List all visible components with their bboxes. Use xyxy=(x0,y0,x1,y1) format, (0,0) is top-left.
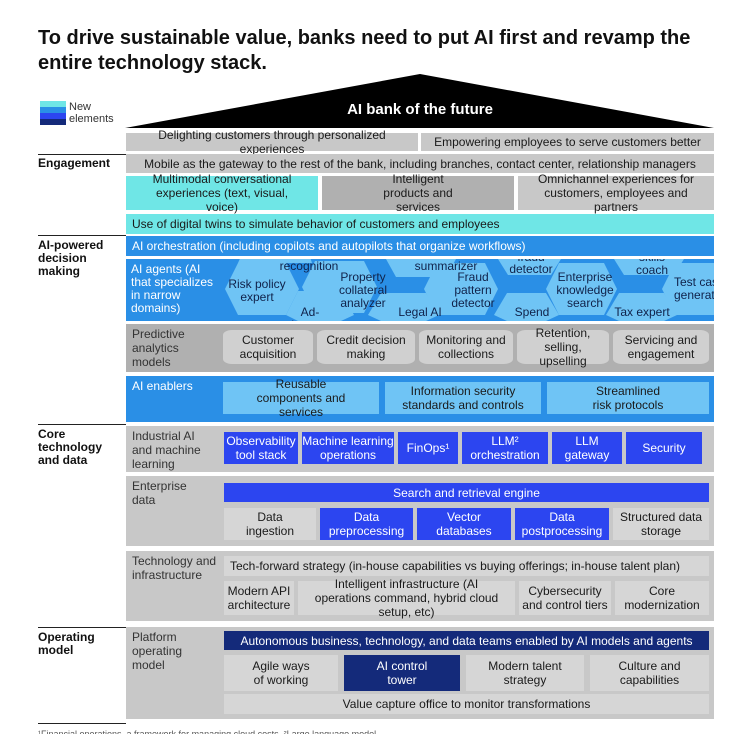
engagement-multimodal: Multimodal conversational experiences (t… xyxy=(126,172,318,214)
section-label-decision: AI-powered decision making xyxy=(38,238,104,278)
agent-hex-pattern xyxy=(225,259,714,321)
agent-ad-banner: Ad-banner xyxy=(291,305,328,322)
autonomous-teams: Autonomous business, technology, and dat… xyxy=(224,631,709,650)
legend: New elements xyxy=(38,101,128,131)
footnote: ¹Financial operations, a framework for m… xyxy=(38,729,379,734)
op-ai-control-tower: AI control tower xyxy=(344,655,460,691)
legend-swatch-cyan xyxy=(40,101,66,107)
predictive-credit-decision: Credit decision making xyxy=(317,330,415,364)
agent-property-collateral: Property collateral analyzer xyxy=(338,270,388,310)
search-retrieval-engine: Search and retrieval engine xyxy=(224,483,709,502)
ai-orchestration: AI orchestration (including copilots and… xyxy=(126,236,714,256)
legend-swatch-blue xyxy=(40,107,66,113)
roof-label: AI bank of the future xyxy=(347,101,493,118)
engagement-omnichannel: Omnichannel experiences for customers, e… xyxy=(518,172,714,214)
industrial-mlops: Machine learning operations xyxy=(302,432,394,464)
tech-cybersecurity: Cybersecurity and control tiers xyxy=(519,581,611,615)
agent-enterprise-knowledge: Enterprise knowledge search xyxy=(556,270,614,310)
agent-risk-policy-expert: Risk policy expert xyxy=(228,277,286,304)
ai-agents-label: AI agents (AI that specializes in narrow… xyxy=(131,262,214,315)
industrial-finops: FinOps¹ xyxy=(398,432,458,464)
predictive-panel: Predictive analytics models Customer acq… xyxy=(126,324,714,372)
page-title: To drive sustainable value, banks need t… xyxy=(38,27,691,74)
section-rule-operating xyxy=(38,627,126,628)
predictive-label: Predictive analytics models xyxy=(132,327,185,369)
platform-operating-label: Platform operating model xyxy=(132,630,183,672)
ai-enablers-label: AI enablers xyxy=(132,379,193,393)
tech-core-modernization: Core modernization xyxy=(615,581,709,615)
roof-triangle xyxy=(125,74,714,128)
legend-swatch-navy xyxy=(40,119,66,125)
enterprise-data-panel: Enterprise data Search and retrieval eng… xyxy=(126,476,714,546)
industrial-ai-label: Industrial AI and machine learning xyxy=(132,429,201,471)
agent-spend: Spend xyxy=(514,305,550,319)
op-culture: Culture and capabilities xyxy=(590,655,709,691)
industrial-ai-panel: Industrial AI and machine learning Obser… xyxy=(126,426,714,472)
op-modern-talent: Modern talent strategy xyxy=(466,655,584,691)
section-label-operating: Operating model xyxy=(38,630,95,657)
industrial-llm-orchestration: LLM² orchestration xyxy=(462,432,548,464)
tech-infra-panel: Technology and infrastructure Tech-forwa… xyxy=(126,551,714,621)
engagement-digital-twins: Use of digital twins to simulate behavio… xyxy=(126,214,714,234)
agent-recognition: recognition xyxy=(279,259,339,273)
agent-tax-expert: Tax expert xyxy=(614,305,670,319)
tech-infra-label: Technology and infrastructure xyxy=(132,554,217,582)
tech-modern-api: Modern API architecture xyxy=(224,581,294,615)
agent-summarizer: summarizer xyxy=(414,259,478,273)
engagement-mobile: Mobile as the gateway to the rest of the… xyxy=(126,154,714,173)
industrial-llm-gateway: LLM gateway xyxy=(552,432,622,464)
platform-operating-panel: Platform operating model Autonomous busi… xyxy=(126,627,714,719)
engagement-employees: Empowering employees to serve customers … xyxy=(421,133,714,151)
op-agile: Agile ways of working xyxy=(224,655,338,691)
predictive-servicing: Servicing and engagement xyxy=(613,330,709,364)
enabler-infosec: Information security standards and contr… xyxy=(385,382,541,414)
section-rule-decision xyxy=(38,235,126,236)
section-rule-core xyxy=(38,424,126,425)
industrial-security: Security xyxy=(626,432,702,464)
predictive-retention: Retention, selling, upselling xyxy=(517,326,609,368)
legend-label: New elements xyxy=(69,101,114,125)
data-preprocessing: Data preprocessing xyxy=(320,508,413,540)
vector-databases: Vector databases xyxy=(417,508,511,540)
data-ingestion: Data ingestion xyxy=(224,508,316,540)
footnote-rule xyxy=(38,723,126,724)
engagement-personalized: Delighting customers through personalize… xyxy=(126,128,418,156)
data-postprocessing: Data postprocessing xyxy=(515,508,609,540)
section-rule-engagement xyxy=(38,154,126,155)
agent-skills-coach: skills coach xyxy=(635,259,669,277)
agent-fraud-top: fraud xyxy=(501,259,561,264)
legend-swatch-royal xyxy=(40,113,66,119)
agent-fraud-pattern-detector: Fraud pattern detector xyxy=(451,270,495,310)
industrial-observability: Observability tool stack xyxy=(224,432,298,464)
agent-legal-ai: Legal AI xyxy=(398,305,442,319)
predictive-customer-acquisition: Customer acquisition xyxy=(223,330,313,364)
engagement-intelligent: Intelligent products and services xyxy=(322,172,514,214)
section-label-engagement: Engagement xyxy=(38,156,111,170)
ai-agents-band: AI agents (AI that specializes in narrow… xyxy=(126,259,714,321)
enabler-risk-protocols: Streamlined risk protocols xyxy=(547,382,709,414)
structured-data-storage: Structured data storage xyxy=(613,508,709,540)
agent-detector: detector xyxy=(509,262,553,276)
enabler-reusable: Reusable components and services xyxy=(223,377,379,419)
agent-test-case-generator: Test case generator xyxy=(674,275,714,302)
tech-forward-strategy: Tech-forward strategy (in-house capabili… xyxy=(224,556,709,576)
predictive-monitoring: Monitoring and collections xyxy=(419,330,513,364)
section-label-core: Core technology and data xyxy=(38,427,103,467)
ai-enablers-panel: AI enablers Reusable components and serv… xyxy=(126,376,714,422)
value-capture-office: Value capture office to monitor transfor… xyxy=(224,694,709,714)
enterprise-data-label: Enterprise data xyxy=(132,479,187,507)
tech-intelligent-infra: Intelligent infrastructure (AI operation… xyxy=(298,577,515,619)
